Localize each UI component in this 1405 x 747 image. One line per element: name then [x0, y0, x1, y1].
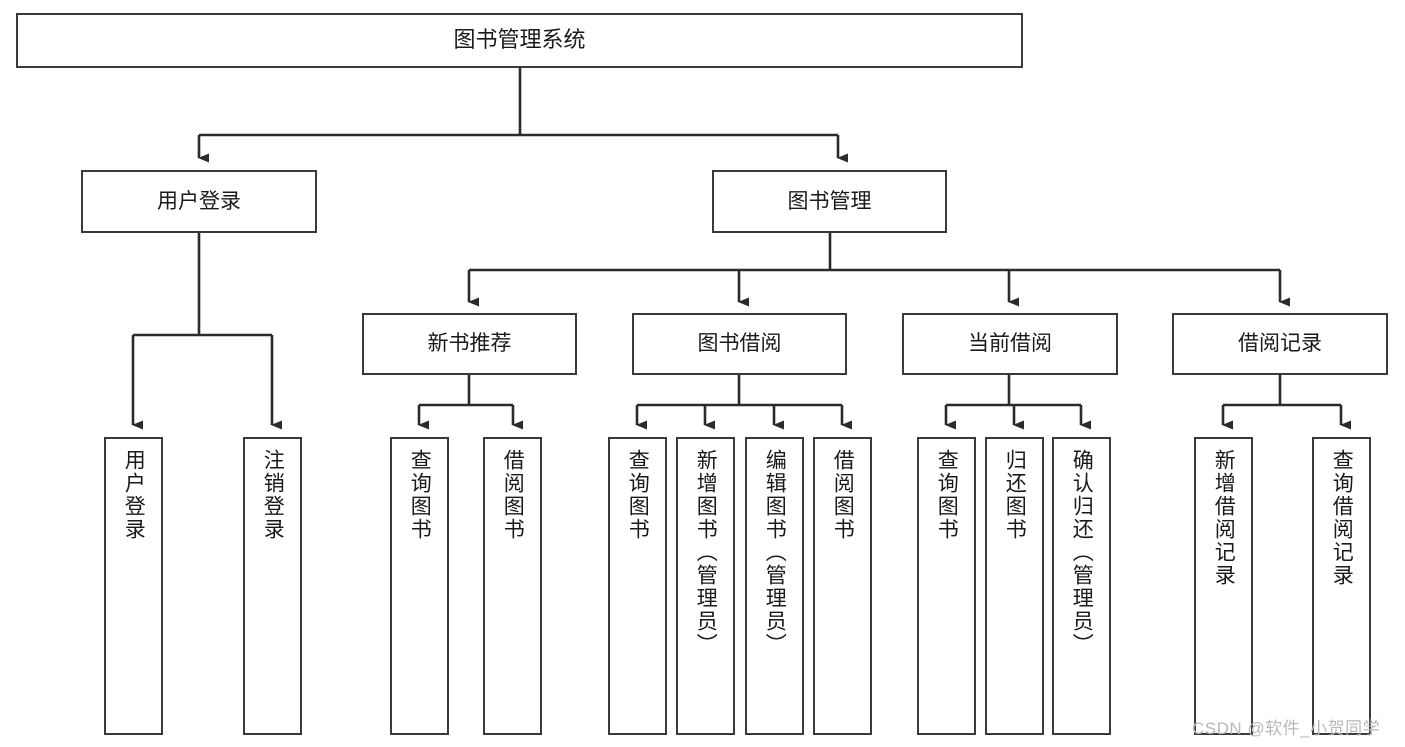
node-label: 新书推荐: [427, 332, 512, 356]
node-leaf-edit-book-admin[interactable]: 编辑图书（管理员）: [745, 437, 804, 735]
node-label: 当前借阅: [968, 332, 1052, 356]
node-book-management[interactable]: 图书管理: [712, 170, 947, 233]
node-leaf-add-borrow-record[interactable]: 新增借阅记录: [1194, 437, 1253, 735]
node-leaf-logout[interactable]: 注销登录: [243, 437, 302, 735]
node-label: 图书借阅: [697, 332, 782, 356]
node-label: 查询借阅记录: [1330, 449, 1354, 587]
node-label: 确认归还（管理员）: [1070, 449, 1094, 656]
node-leaf-borrow-book-recommend[interactable]: 借阅图书: [483, 437, 542, 735]
node-label: 用户登录: [157, 189, 241, 213]
node-borrow-record[interactable]: 借阅记录: [1172, 313, 1388, 375]
node-leaf-borrow-book[interactable]: 借阅图书: [813, 437, 872, 735]
node-leaf-query-book-recommend[interactable]: 查询图书: [390, 437, 449, 735]
node-current-borrow[interactable]: 当前借阅: [902, 313, 1118, 375]
node-leaf-user-login[interactable]: 用户登录: [104, 437, 163, 735]
node-new-book-recommend[interactable]: 新书推荐: [362, 313, 577, 375]
node-user-login[interactable]: 用户登录: [81, 170, 317, 233]
node-leaf-query-book-current[interactable]: 查询图书: [917, 437, 976, 735]
node-leaf-query-book[interactable]: 查询图书: [608, 437, 667, 735]
node-leaf-return-book[interactable]: 归还图书: [985, 437, 1044, 735]
node-label: 查询图书: [408, 449, 432, 541]
node-book-borrow[interactable]: 图书借阅: [632, 313, 847, 375]
node-label: 新增图书（管理员）: [694, 449, 718, 656]
node-label: 图书管理系统: [453, 27, 586, 53]
node-label: 借阅图书: [501, 449, 525, 541]
node-leaf-confirm-return-admin[interactable]: 确认归还（管理员）: [1052, 437, 1111, 735]
node-label: 借阅图书: [831, 449, 855, 541]
node-book-management-system[interactable]: 图书管理系统: [16, 13, 1023, 68]
node-label: 新增借阅记录: [1212, 449, 1236, 587]
node-leaf-query-borrow-record[interactable]: 查询借阅记录: [1312, 437, 1371, 735]
node-label: 注销登录: [261, 449, 285, 541]
watermark-text: CSDN @软件_小贺同学: [1192, 719, 1381, 738]
node-label: 查询图书: [935, 449, 959, 541]
node-label: 用户登录: [122, 449, 146, 541]
node-label: 归还图书: [1003, 449, 1027, 541]
node-label: 查询图书: [626, 449, 650, 541]
node-leaf-add-book-admin[interactable]: 新增图书（管理员）: [676, 437, 735, 735]
node-label: 借阅记录: [1238, 332, 1322, 356]
node-label: 图书管理: [787, 189, 872, 213]
node-label: 编辑图书（管理员）: [763, 449, 787, 656]
